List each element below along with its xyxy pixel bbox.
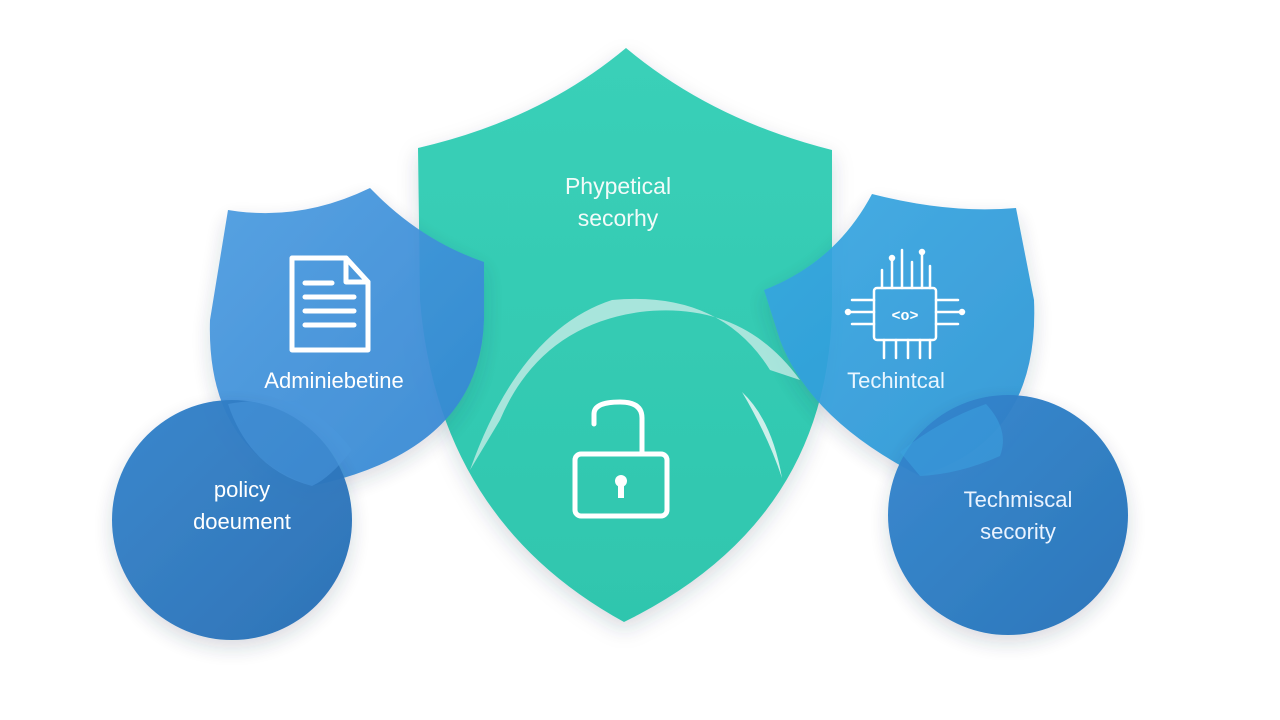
center-shield-line2: secorhy: [577, 205, 659, 231]
padlock-open-icon: [572, 399, 670, 519]
right-overlap-tint: [900, 404, 1003, 476]
swoosh-arc: [470, 298, 800, 470]
center-shield-label: Phypetical secorhy: [565, 170, 671, 234]
center-shield-line1: Phypetical: [564, 173, 672, 199]
left-circle-label: policy doeument: [193, 474, 291, 538]
right-circle-line1: Techmiscal: [963, 487, 1073, 512]
center-shield: [418, 48, 832, 622]
left-shield-label: Adminiebetine: [264, 368, 404, 393]
right-circle-label: Techmiscal secority: [964, 484, 1073, 548]
right-circle-line2: secority: [980, 519, 1056, 544]
left-circle-line2: doeument: [193, 509, 291, 534]
left-overlap-tint: [228, 400, 352, 486]
circuit-chip-icon: <o>: [844, 248, 966, 360]
left-circle-line1: policy: [213, 477, 271, 502]
chip-text: <o>: [891, 308, 918, 325]
right-shield-label: Techintcal: [847, 368, 945, 393]
document-icon: [289, 255, 371, 353]
